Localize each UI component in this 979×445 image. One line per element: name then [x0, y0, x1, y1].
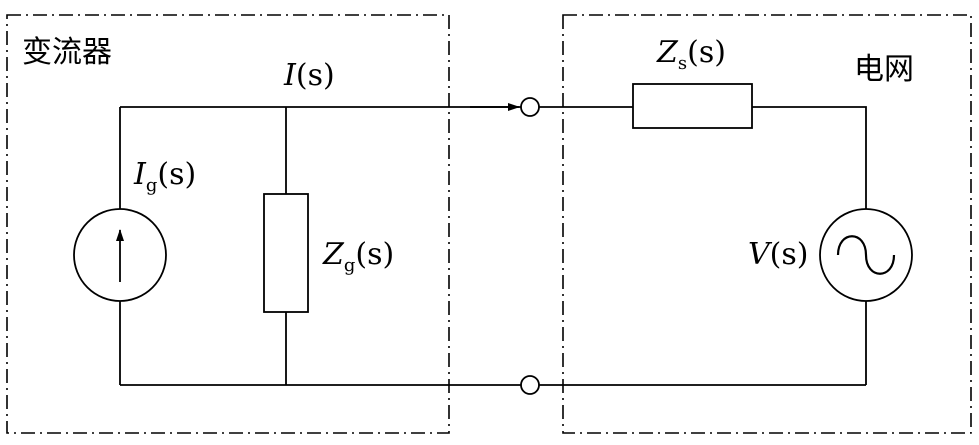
converter-boundary-box — [6, 14, 450, 434]
label-source-ig: Ig(s) — [133, 157, 196, 196]
grid-title: 电网 — [854, 52, 914, 87]
converter-title: 变流器 — [22, 35, 112, 70]
voltage-source — [819, 208, 913, 302]
label-current-i: I(s) — [283, 58, 335, 93]
current-source — [73, 208, 167, 302]
impedance-zs-resistor — [632, 83, 753, 129]
label-impedance-zs: Zs(s) — [656, 35, 726, 74]
terminal-bottom — [520, 375, 540, 395]
terminal-top — [520, 97, 540, 117]
label-voltage-v: V(s) — [748, 237, 808, 272]
impedance-zg-resistor — [263, 193, 309, 313]
label-impedance-zg: Zg(s) — [322, 237, 394, 276]
sine-wave-icon — [836, 235, 896, 275]
grid-boundary-box — [562, 14, 972, 434]
wire-top-right — [539, 106, 867, 385]
